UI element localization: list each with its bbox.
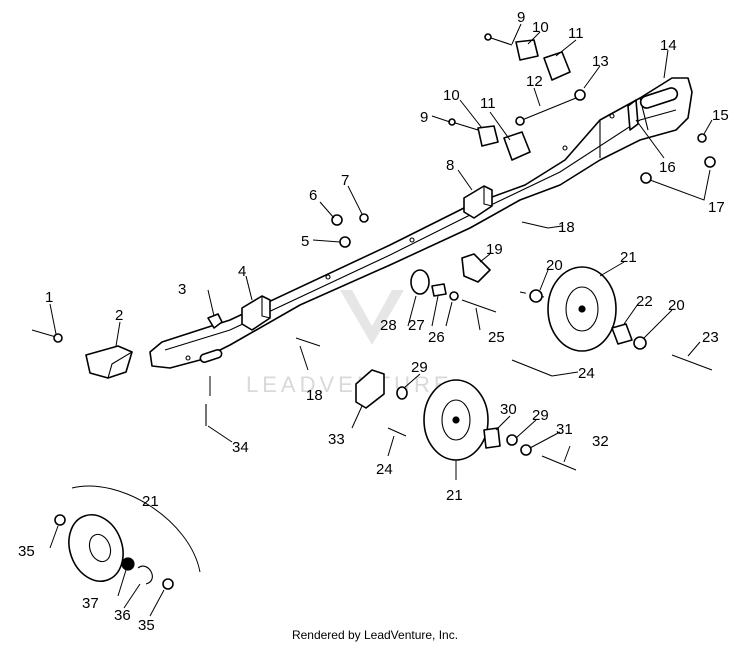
callout-20-a: 20 xyxy=(546,257,563,274)
callout-18-lower: 18 xyxy=(306,387,323,404)
watermark: LEADVENTURE xyxy=(246,290,453,397)
screw-1 xyxy=(31,329,63,343)
spacer-11-lower xyxy=(503,131,531,161)
bracket-33 xyxy=(355,369,385,409)
callout-13: 13 xyxy=(592,53,609,70)
callout-27: 27 xyxy=(408,317,425,334)
idler-wheel-21-upper xyxy=(547,266,617,352)
bolt-24-left xyxy=(387,427,407,437)
spacer-30 xyxy=(483,427,501,449)
washer-29-right xyxy=(506,434,518,446)
callout-25: 25 xyxy=(488,329,505,346)
callout-10-lower: 10 xyxy=(443,87,460,104)
callout-21-lower: 21 xyxy=(446,487,463,504)
callout-16: 16 xyxy=(659,159,676,176)
callout-36: 36 xyxy=(114,607,131,624)
callout-6: 6 xyxy=(309,187,317,204)
callout-21-upper: 21 xyxy=(620,249,637,266)
spacer-22 xyxy=(611,323,633,345)
washer-20-b xyxy=(633,336,647,350)
rail-tip-cap xyxy=(85,345,133,379)
callout-33: 33 xyxy=(328,431,345,448)
screw-15 xyxy=(697,133,707,143)
bolt-32 xyxy=(541,455,577,471)
callout-34: 34 xyxy=(232,439,249,456)
callout-37: 37 xyxy=(82,595,99,612)
callout-22: 22 xyxy=(636,293,653,310)
callout-23: 23 xyxy=(702,329,719,346)
callout-9-top: 9 xyxy=(517,9,525,26)
callout-10-top: 10 xyxy=(532,19,549,36)
callout-35-right: 35 xyxy=(138,617,155,634)
callout-21-exploded: 21 xyxy=(142,493,159,510)
washer-31 xyxy=(520,444,532,456)
callout-1: 1 xyxy=(45,289,53,306)
nut-7 xyxy=(359,213,369,223)
callout-19: 19 xyxy=(486,241,503,258)
callout-11-top: 11 xyxy=(568,25,584,42)
bolt-25 xyxy=(461,299,497,313)
bracket-16 xyxy=(627,99,639,131)
callout-12: 12 xyxy=(526,73,543,90)
footer-credit: Rendered by LeadVenture, Inc. xyxy=(291,628,459,642)
callout-29-left: 29 xyxy=(411,359,428,376)
bolt-24-right xyxy=(511,359,553,377)
leader-lines xyxy=(49,23,713,617)
axle-bracket-19 xyxy=(461,253,491,283)
wheel-28 xyxy=(410,269,430,295)
washer-20-a xyxy=(529,289,543,303)
callout-18-upper: 18 xyxy=(558,219,575,236)
bushing-10-lower xyxy=(477,125,499,147)
callout-35-left: 35 xyxy=(18,543,35,560)
callout-24-right: 24 xyxy=(578,365,595,382)
callout-15: 15 xyxy=(712,107,729,124)
nut-3 xyxy=(207,313,223,329)
callout-32: 32 xyxy=(592,433,609,450)
callout-9-lower: 9 xyxy=(420,109,428,126)
bearing-37 xyxy=(121,557,135,571)
callout-29-right: 29 xyxy=(532,407,549,424)
snap-ring-36 xyxy=(137,565,153,585)
bushing-10-top xyxy=(515,39,539,61)
callout-5: 5 xyxy=(301,233,309,250)
callout-17: 17 xyxy=(708,199,725,216)
callout-4: 4 xyxy=(238,263,246,280)
callout-31: 31 xyxy=(556,421,573,438)
callout-11-lower: 11 xyxy=(480,95,496,112)
callout-26: 26 xyxy=(428,329,445,346)
nut-5 xyxy=(339,236,351,248)
callout-28: 28 xyxy=(380,317,397,334)
nut-17-a xyxy=(704,156,716,168)
callout-2: 2 xyxy=(115,307,123,324)
washer-26 xyxy=(449,291,459,301)
cap-35-left xyxy=(54,514,66,526)
pin-18-upper xyxy=(521,221,549,229)
cap-35-right xyxy=(162,578,174,590)
exploded-idler-wheel-21 xyxy=(68,514,124,582)
callout-14: 14 xyxy=(660,37,677,54)
callout-labels: 1 2 3 4 5 6 7 8 9 10 11 12 13 14 9 10 11… xyxy=(18,9,729,634)
bolt-9-lower xyxy=(448,118,479,131)
spacer-27 xyxy=(431,283,447,297)
bolt-9-top xyxy=(484,33,513,46)
bolt-23 xyxy=(671,354,713,371)
nut-13 xyxy=(574,89,586,101)
callout-24-left: 24 xyxy=(376,461,393,478)
spacer-11-top xyxy=(543,51,571,81)
nut-17-b xyxy=(640,172,652,184)
callout-7: 7 xyxy=(341,172,349,189)
callout-20-b: 20 xyxy=(668,297,685,314)
idler-wheel-21-lower xyxy=(423,379,489,461)
callout-3: 3 xyxy=(178,281,186,298)
washer-29-left xyxy=(396,386,408,400)
callout-8: 8 xyxy=(446,157,454,174)
bracket-line-21 xyxy=(71,485,201,573)
pin-18-lower xyxy=(295,337,321,347)
callout-30: 30 xyxy=(500,401,517,418)
nut-6 xyxy=(331,214,343,226)
watermark-text: LEADVENTURE xyxy=(246,372,453,397)
bolt-12 xyxy=(515,97,577,126)
